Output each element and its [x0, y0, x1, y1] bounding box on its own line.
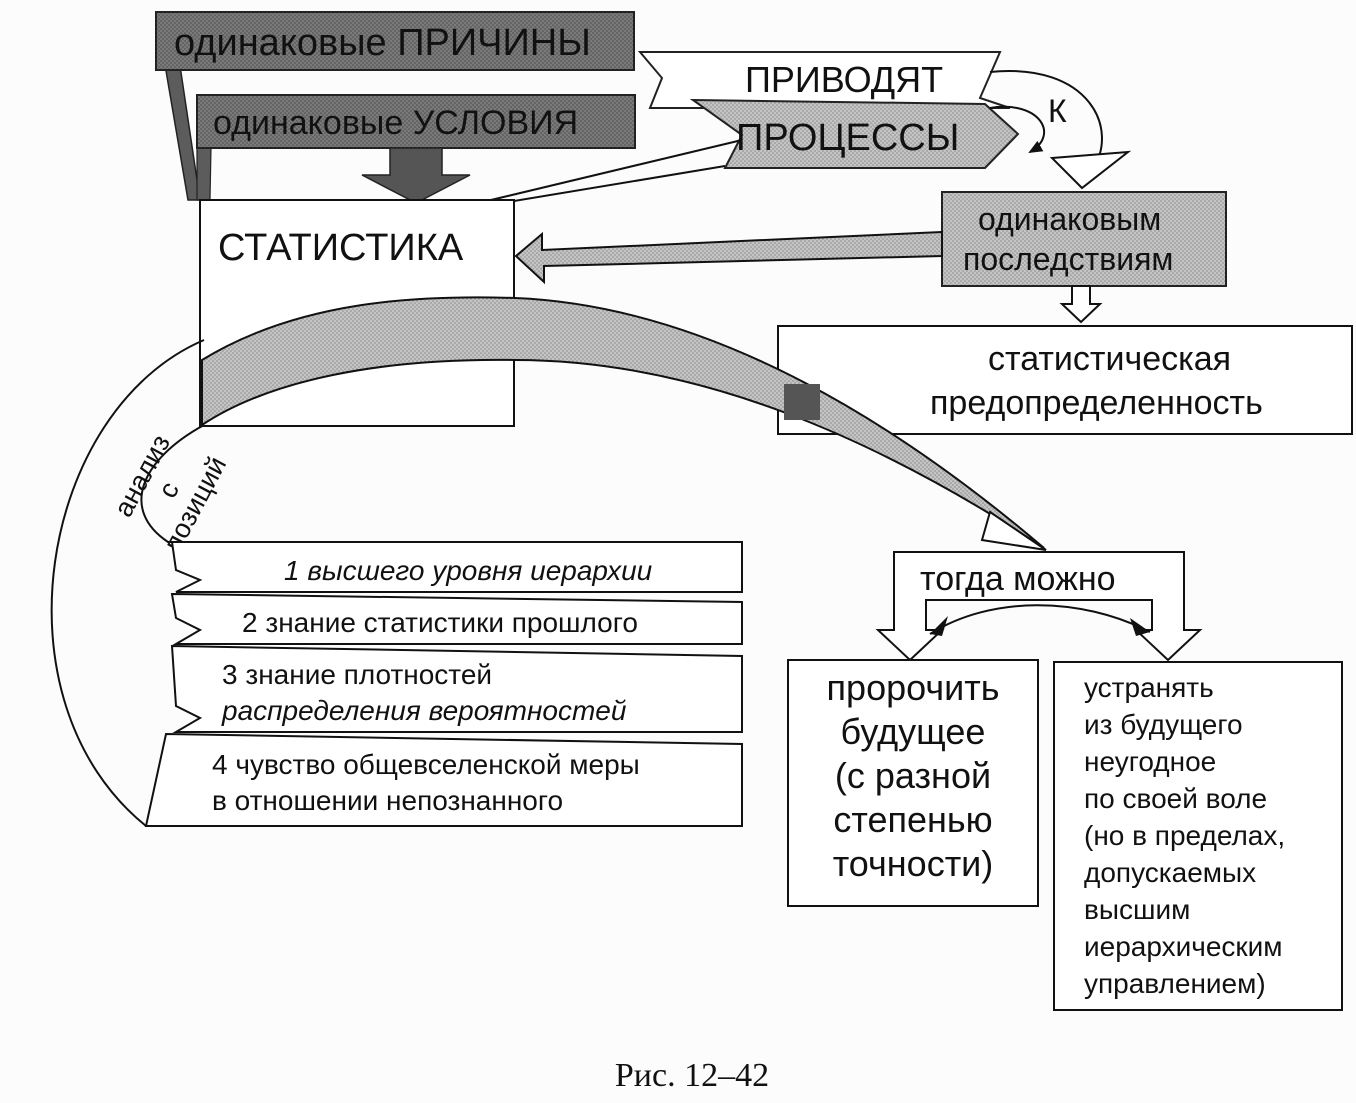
prophesy-line-3: (с разной [835, 755, 991, 796]
position-3-line-2: распределения вероятностей [221, 695, 627, 726]
conditions-down-arrow [361, 147, 471, 204]
analysis-label: анализ с позиций [108, 430, 233, 557]
eliminate-line-4: по своей воле [1084, 783, 1267, 814]
position-bar-3 [170, 644, 743, 733]
then-can-fork [875, 551, 1203, 662]
consequences-line-1: одинаковым [978, 201, 1161, 237]
arc-arrowhead [980, 510, 1047, 551]
to-text: К [1048, 93, 1067, 129]
figure-caption: Рис. 12–42 [615, 1057, 769, 1094]
position-1-text: 1 высшего уровня иерархии [284, 555, 653, 586]
processes-text: ПРОЦЕССЫ [736, 117, 959, 159]
then-can-swap-arc [929, 604, 1151, 635]
consequences-line-2: последствиям [963, 241, 1173, 277]
position-4-line-2: в отношении непознанного [212, 785, 563, 816]
position-3-line-1: 3 знание плотностей [222, 659, 492, 690]
then-can-text: тогда можно [920, 560, 1116, 598]
position-4-line-1: 4 чувство общевселенской меры [212, 749, 640, 780]
back-arrow-to-statistics [514, 230, 943, 285]
lead-text: ПРИВОДЯТ [745, 59, 943, 100]
swap-arrow-right [1130, 618, 1150, 636]
lead-arrowhead [1049, 150, 1132, 190]
prophesy-line-2: будущее [841, 711, 986, 752]
position-bar-4 [144, 732, 743, 827]
predetermination-down-arrow [1059, 285, 1103, 324]
eliminate-line-8: иерархическим [1084, 931, 1283, 962]
position-bar-1 [170, 541, 743, 593]
conditions-banner [196, 94, 636, 149]
analysis-line-3: позиций [158, 452, 233, 557]
prophesy-line-4: степенью [833, 799, 992, 840]
prophesy-box [787, 659, 1039, 907]
prophesy-line-5: точности) [833, 843, 994, 884]
statistics-text: СТАТИСТИКА [218, 227, 464, 269]
conditions-text: одинаковые УСЛОВИЯ [213, 104, 578, 142]
swap-arrow-left [930, 616, 948, 636]
eliminate-line-2: из будущего [1084, 709, 1243, 740]
analysis-inner-loop [140, 424, 742, 543]
eliminate-line-7: высшим [1084, 894, 1190, 925]
eliminate-line-5: (но в пределах, [1084, 820, 1285, 851]
eliminate-line-3: неугодное [1084, 746, 1216, 777]
processes-curl [989, 105, 1046, 153]
causes-banner [155, 11, 635, 71]
prophesy-line-1: пророчить [827, 667, 1000, 708]
processes-to-statistics-line [469, 139, 743, 206]
position-bar-2 [170, 592, 743, 645]
eliminate-box [1053, 661, 1343, 1011]
eliminate-line-9: управлением) [1084, 968, 1266, 999]
processes-banner [689, 98, 1020, 169]
predetermination-line-2: предопределенность [930, 384, 1263, 422]
eliminate-line-1: устранять [1084, 672, 1214, 703]
predetermination-line-1: статистическая [988, 340, 1231, 378]
analysis-outer-loop [50, 339, 740, 827]
processes-to-statistics-line-2 [489, 165, 726, 206]
position-2-text: 2 знание статистики прошлого [242, 607, 638, 638]
causes-text: одинаковые ПРИЧИНЫ [174, 22, 591, 64]
arc-shadow-block [784, 384, 820, 420]
eliminate-line-6: допускаемых [1084, 857, 1256, 888]
